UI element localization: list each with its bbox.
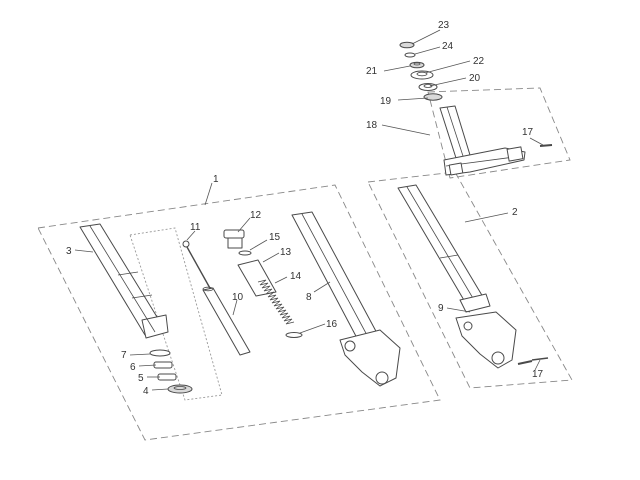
callout-23: 23 bbox=[438, 20, 450, 31]
callout-12: 12 bbox=[250, 210, 262, 221]
top-yoke-group-boundary bbox=[427, 87, 571, 179]
callout-14: 14 bbox=[290, 271, 302, 282]
left-inner-tube-assembly bbox=[291, 211, 401, 387]
callout-22: 22 bbox=[473, 56, 485, 67]
steering-stem-bottom-yoke bbox=[439, 105, 526, 176]
callout-8: 8 bbox=[306, 292, 312, 303]
callout-9: 9 bbox=[438, 303, 444, 314]
callout-17-lower: 17 bbox=[532, 369, 544, 380]
dust-seal-top bbox=[423, 93, 443, 101]
pinch-bolt-lower bbox=[517, 357, 549, 365]
callout-21: 21 bbox=[366, 66, 378, 77]
damper-rod bbox=[182, 240, 212, 291]
callout-10: 10 bbox=[232, 292, 244, 303]
callout-19: 19 bbox=[380, 96, 392, 107]
callout-7: 7 bbox=[121, 350, 127, 361]
damper-cartridge bbox=[202, 286, 251, 356]
callout-3: 3 bbox=[66, 246, 72, 257]
outer-tube bbox=[79, 223, 169, 339]
callout-11: 11 bbox=[190, 222, 201, 233]
pinch-bolt-upper bbox=[539, 144, 553, 147]
callout-2: 2 bbox=[512, 207, 518, 218]
top-cap-nut bbox=[399, 41, 415, 49]
callout-24: 24 bbox=[442, 41, 454, 52]
spring-seat-washer bbox=[238, 250, 252, 256]
dust-seal bbox=[167, 384, 193, 394]
callout-6: 6 bbox=[130, 362, 136, 373]
left-fork-leg-group-boundary bbox=[37, 184, 441, 441]
bush-lower bbox=[157, 373, 177, 381]
oil-seal bbox=[149, 349, 171, 357]
right-fork-tube-assembly bbox=[397, 184, 491, 313]
o-ring-top bbox=[404, 52, 416, 58]
callout-17-upper: 17 bbox=[522, 127, 534, 138]
right-fork-leg-group-boundary bbox=[367, 171, 573, 389]
fork-spring bbox=[257, 279, 295, 325]
callout-15: 15 bbox=[269, 232, 281, 243]
bearing-cup bbox=[410, 70, 434, 80]
callout-4: 4 bbox=[143, 386, 149, 397]
adjuster-cap bbox=[223, 229, 245, 249]
callout-labels: 1 2 3 4 5 6 7 8 9 10 11 12 13 14 15 16 1… bbox=[66, 20, 544, 397]
bush-upper bbox=[153, 361, 173, 369]
callout-16: 16 bbox=[326, 319, 338, 330]
callout-18: 18 bbox=[366, 120, 378, 131]
callout-1: 1 bbox=[213, 174, 219, 185]
o-ring bbox=[285, 332, 303, 338]
callout-20: 20 bbox=[469, 73, 481, 84]
bearing-race bbox=[418, 83, 438, 91]
callout-13: 13 bbox=[280, 247, 292, 258]
callout-5: 5 bbox=[138, 373, 144, 384]
right-lower-leg bbox=[455, 311, 517, 369]
leader-lines bbox=[74, 29, 544, 391]
washer bbox=[409, 61, 425, 69]
